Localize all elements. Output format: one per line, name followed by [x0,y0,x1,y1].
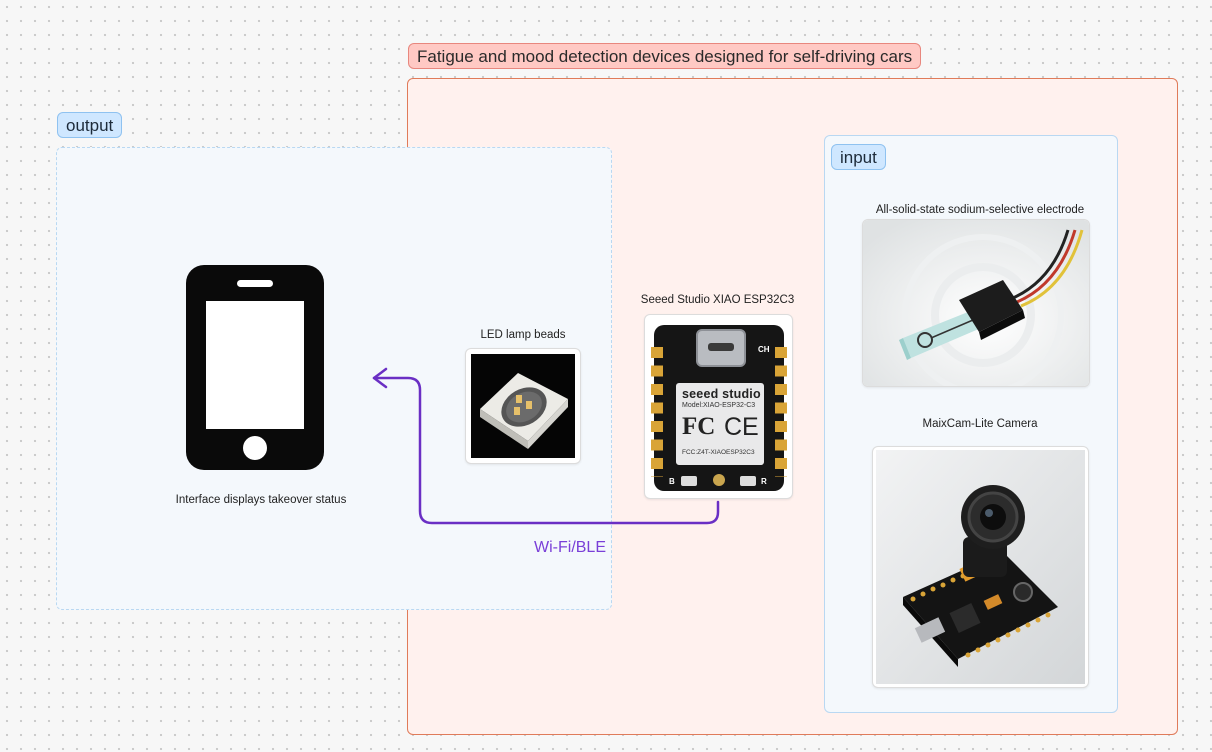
pin-ch-label: CH [758,345,770,354]
smartphone-icon [186,265,324,470]
usb-c-port [696,329,746,367]
fcc-logo: FC [682,413,716,440]
input-tag[interactable]: input [831,144,886,170]
camera-caption: MaixCam-Lite Camera [922,418,1038,430]
pin-r-label: R [761,477,767,486]
left-pads [651,347,663,477]
wifi-ble-label: Wi-Fi/BLE [534,539,606,556]
pin-b-label: B [669,477,675,486]
board-card[interactable]: CH seeed studio Model:XIAO-ESP32-C3 FC C… [644,314,793,499]
camera-card[interactable] [872,446,1089,688]
board-pcb: CH seeed studio Model:XIAO-ESP32-C3 FC C… [651,325,787,491]
output-tag[interactable]: output [57,112,123,138]
ce-logo: CE [724,413,759,441]
antenna-connector [713,474,725,486]
board-caption: Seeed Studio XIAO ESP32C3 [640,294,795,306]
electrode-caption: All-solid-state sodium-selective electro… [875,204,1085,216]
title-tag[interactable]: Fatigue and mood detection devices desig… [408,43,922,69]
electrode-image [863,220,1089,386]
boot-button [681,476,697,486]
led-image [471,354,575,458]
reset-button [740,476,756,486]
fcc-id-text: FCC:Z4T-XIAOESP32C3 [682,449,755,456]
led-caption: LED lamp beads [480,329,566,341]
model-text: Model:XIAO-ESP32-C3 [682,402,756,409]
rf-shield: seeed studio Model:XIAO-ESP32-C3 FC CE F… [676,383,764,465]
wifi-ble-connection-arrow [372,367,720,525]
brand-text: seeed studio [682,387,761,401]
right-pads [775,347,787,477]
camera-image [876,450,1085,684]
electrode-card[interactable] [862,219,1090,387]
phone-caption: Interface displays takeover status [175,494,347,506]
led-card[interactable] [465,348,581,464]
